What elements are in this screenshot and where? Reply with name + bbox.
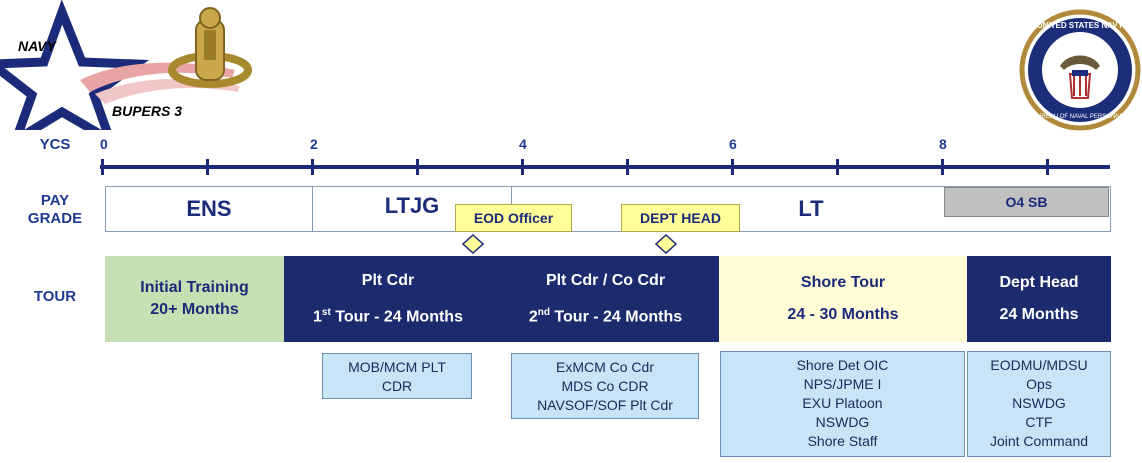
dept-head-milestone-diamond-icon bbox=[655, 234, 677, 254]
detail-item: EXU Platoon bbox=[802, 395, 883, 411]
axis-tick bbox=[206, 159, 209, 175]
tour-shore-line2: 24 - 30 Months bbox=[787, 306, 899, 323]
dept-head-callout: DEPT HEAD bbox=[621, 204, 740, 232]
tour-plt-line2: 1st Tour - 24 Months bbox=[313, 306, 463, 326]
grade-o4-sb: O4 SB bbox=[944, 187, 1109, 217]
axis-tick bbox=[1046, 159, 1049, 175]
seal-text-top: UNITED STATES NAVY bbox=[1037, 21, 1124, 30]
detail-item: CTF bbox=[1025, 414, 1053, 430]
star-icon bbox=[0, 0, 150, 151]
tick-label-8: 8 bbox=[939, 136, 947, 152]
detail-item: NSWDG bbox=[815, 414, 870, 430]
eod-badge-icon bbox=[168, 7, 252, 88]
detail-item: Shore Staff bbox=[807, 433, 878, 449]
tour-dept-line1: Dept Head bbox=[999, 274, 1079, 291]
detail-item: Joint Command bbox=[989, 433, 1089, 449]
detail-item: CDR bbox=[381, 378, 413, 394]
tour-plt-cdr: Plt Cdr 1st Tour - 24 Months bbox=[284, 256, 492, 342]
details-plt-cdr: MOB/MCM PLT CDR bbox=[322, 353, 472, 399]
details-dept-head: EODMU/MDSU Ops NSWDG CTF Joint Command bbox=[967, 351, 1111, 457]
tick-label-6: 6 bbox=[729, 136, 737, 152]
detail-item: Shore Det OIC bbox=[796, 357, 889, 373]
detail-item: MOB/MCM PLT bbox=[348, 359, 446, 375]
axis-tick bbox=[731, 159, 734, 175]
navy-seal: UNITED STATES NAVY BUREAU OF NAVAL PERSO… bbox=[1018, 8, 1142, 132]
pay-grade-label: PAY GRADE bbox=[20, 192, 90, 228]
detail-item: NSWDG bbox=[1012, 395, 1066, 411]
detail-item: ExMCM Co Cdr bbox=[555, 359, 654, 375]
pay-grade-line1: PAY bbox=[40, 192, 70, 209]
pay-grade-line2: GRADE bbox=[27, 210, 83, 227]
tour-initial-line2: 20+ Months bbox=[150, 301, 239, 318]
tour-shore: Shore Tour 24 - 30 Months bbox=[719, 256, 967, 342]
tick-label-2: 2 bbox=[310, 136, 318, 152]
detail-item: MDS Co CDR bbox=[561, 378, 649, 394]
axis-tick bbox=[626, 159, 629, 175]
navy-bupers-logo: NAVY BUPERS 3 bbox=[0, 0, 270, 151]
axis-tick bbox=[521, 159, 524, 175]
tour-co-line2: 2nd Tour - 24 Months bbox=[528, 306, 683, 326]
navy-text: NAVY bbox=[18, 38, 56, 54]
detail-item: Ops bbox=[1026, 376, 1052, 392]
tour-initial-line1: Initial Training bbox=[140, 279, 249, 296]
axis-tick bbox=[311, 159, 314, 175]
tick-label-0: 0 bbox=[100, 136, 108, 152]
axis-tick bbox=[941, 159, 944, 175]
detail-item: NPS/JPME I bbox=[803, 376, 882, 392]
ycs-label: YCS bbox=[39, 136, 71, 153]
details-shore: Shore Det OIC NPS/JPME I EXU Platoon NSW… bbox=[720, 351, 965, 457]
tour-shore-line1: Shore Tour bbox=[800, 274, 886, 291]
tour-plt-co-cdr: Plt Cdr / Co Cdr 2nd Tour - 24 Months bbox=[492, 256, 719, 342]
eod-milestone-diamond-icon bbox=[462, 234, 484, 254]
tour-plt-line1: Plt Cdr bbox=[361, 271, 415, 289]
tour-initial-training: Initial Training 20+ Months bbox=[105, 256, 284, 342]
details-co-cdr: ExMCM Co Cdr MDS Co CDR NAVSOF/SOF Plt C… bbox=[511, 353, 699, 419]
tour-dept-head: Dept Head 24 Months bbox=[967, 256, 1111, 342]
axis-tick bbox=[101, 159, 104, 175]
seal-text-bottom: BUREAU OF NAVAL PERSONNEL bbox=[1033, 114, 1128, 120]
detail-item: NAVSOF/SOF Plt Cdr bbox=[537, 397, 673, 413]
tick-label-4: 4 bbox=[519, 136, 527, 152]
bupers-text: BUPERS 3 bbox=[112, 103, 183, 119]
tour-co-line1: Plt Cdr / Co Cdr bbox=[545, 271, 666, 289]
tour-dept-line2: 24 Months bbox=[999, 306, 1079, 323]
axis-tick bbox=[836, 159, 839, 175]
timeline-axis bbox=[100, 165, 1110, 169]
eod-officer-callout: EOD Officer bbox=[455, 204, 572, 232]
tour-label: TOUR bbox=[33, 288, 77, 305]
axis-tick bbox=[416, 159, 419, 175]
detail-item: EODMU/MDSU bbox=[990, 357, 1088, 373]
grade-ens: ENS bbox=[105, 186, 313, 232]
